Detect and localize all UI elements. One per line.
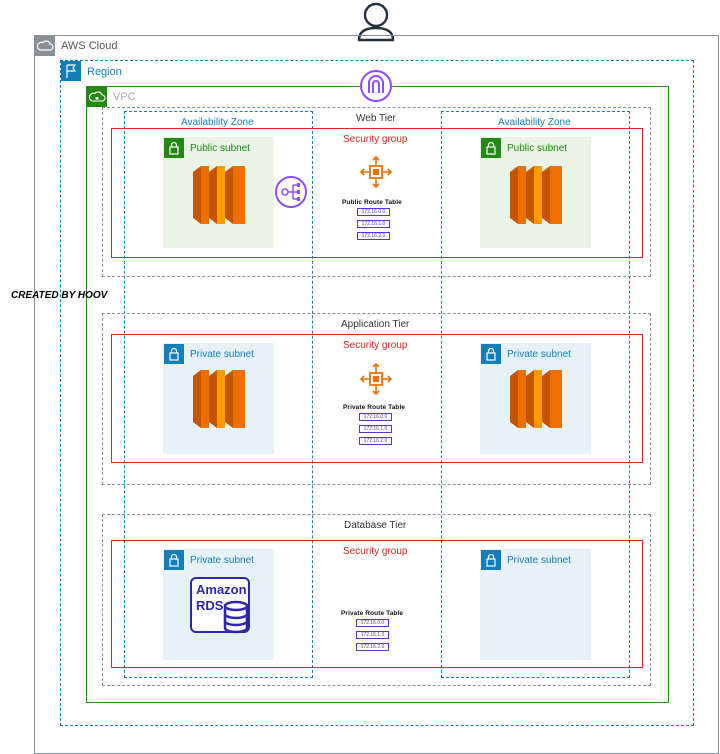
app-private-subnet-1-label: Private subnet [190,349,254,360]
availability-zone-1 [124,111,313,678]
db-route-row: 172.16.0.0 [356,619,389,627]
ec2-instance-icon [193,370,245,428]
ec2-instance-icon [510,370,562,428]
lock-icon [164,550,184,570]
web-security-group [111,128,643,258]
db-route-row: 172.16.2.0 [356,643,389,651]
ec2-instance-icon [193,166,245,224]
db-route-row: 172.16.1.0 [356,631,389,639]
web-route-row: 172.16.1.0 [357,220,390,228]
database-tier-title: Database Tier [344,520,407,531]
web-public-subnet-2-label: Public subnet [507,143,568,154]
cloud-icon [35,36,55,56]
vpc-cloud-lock-icon [87,87,107,107]
rds-text-line1: Amazon [196,582,247,597]
ec2-instance-icon [510,166,562,224]
app-security-group [111,334,643,463]
internet-gateway-icon [360,70,392,102]
db-private-subnet-1-label: Private subnet [190,555,254,566]
app-route-row: 172.16.2.0 [359,437,392,445]
rds-text-line2: RDS [196,598,224,613]
app-route-table-title: Private Route Table [343,404,406,411]
router-icon [359,362,393,396]
db-private-subnet-2-label: Private subnet [507,555,571,566]
lock-icon [164,138,184,158]
database-tier-group [102,514,651,686]
elastic-load-balancer-icon [275,176,307,208]
db-security-group [111,540,643,668]
vpc-label: VPC [113,91,136,103]
db-route-table-title: Private Route Table [341,610,404,617]
watermark-text: CREATED BY HOOV [11,290,108,301]
app-security-group-label: Security group [343,340,408,351]
lock-icon [481,138,501,158]
web-public-subnet-1-label: Public subnet [190,143,251,154]
web-route-row: 172.16.2.0 [357,232,390,240]
app-route-row: 172.16.1.0 [359,425,392,433]
app-route-row: 172.16.0.0 [359,413,392,421]
web-security-group-label: Security group [343,134,408,145]
database-cylinder-icon [223,600,249,634]
region-label: Region [87,66,122,78]
availability-zone-2 [441,111,630,678]
flag-icon [61,61,81,81]
web-route-table-title: Public Route Table [342,199,402,206]
app-private-subnet-2-label: Private subnet [507,349,571,360]
lock-icon [164,344,184,364]
application-tier-title: Application Tier [341,319,410,330]
web-route-row: 172.16.0.0 [357,208,390,216]
aws-cloud-label: AWS Cloud [61,40,118,52]
application-tier-group [102,313,651,485]
web-tier-group [102,107,651,277]
region-group [60,60,694,726]
availability-zone-1-label: Availability Zone [181,117,254,128]
availability-zone-2-label: Availability Zone [498,117,571,128]
router-icon [359,155,393,189]
lock-icon [481,550,501,570]
web-tier-title: Web Tier [356,113,396,124]
lock-icon [481,344,501,364]
db-security-group-label: Security group [343,546,408,557]
